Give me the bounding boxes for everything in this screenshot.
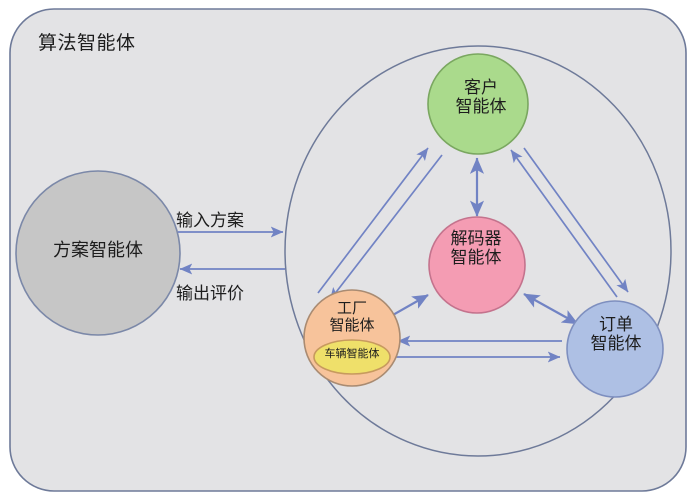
edge-order-to-customer-arrow xyxy=(510,149,618,298)
edge-output-eval-label: 输出评价 xyxy=(176,284,244,303)
node-decoder-agent[interactable] xyxy=(428,216,526,314)
edge-decoder-order-bidirectional-arrow xyxy=(523,293,579,325)
edge-input-plan-label: 输入方案 xyxy=(176,211,244,230)
edge-customer-to-order-arrow xyxy=(523,147,629,293)
node-plan-agent[interactable] xyxy=(15,170,181,336)
outer-container-label: 算法智能体 xyxy=(38,33,136,54)
node-vehicle-agent[interactable] xyxy=(313,339,391,375)
edge-factory-to-customer-arrow xyxy=(317,147,429,294)
node-customer-agent[interactable] xyxy=(427,53,529,155)
edge-customer-to-factory-arrow xyxy=(329,154,443,301)
node-order-agent[interactable] xyxy=(566,300,664,398)
